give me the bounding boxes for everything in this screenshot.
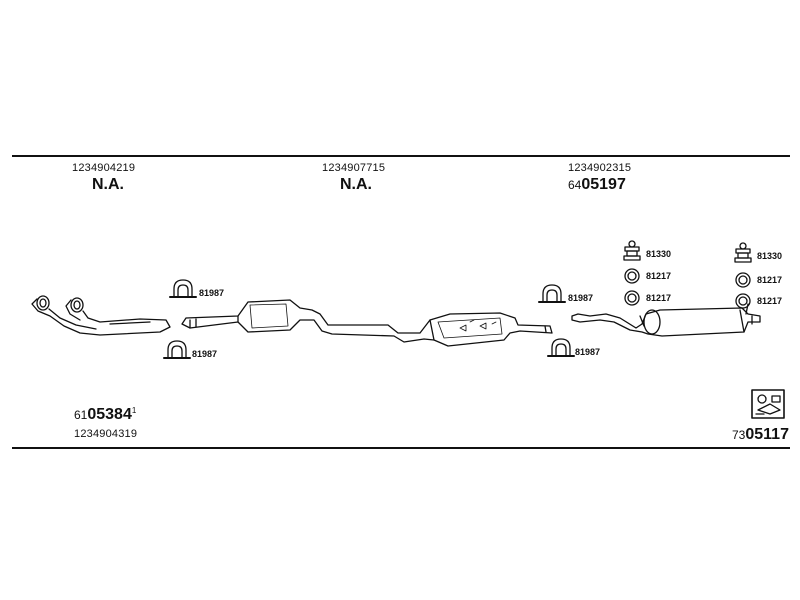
front-pipe-part-number: 1234904319: [74, 428, 138, 440]
section-3-part-number: 1234902315: [568, 162, 632, 174]
ring-b2-icon: [735, 293, 751, 309]
section-2-code: N.A.: [340, 176, 372, 193]
top-divider: [12, 155, 790, 157]
clamp-4-label: 81987: [575, 347, 601, 357]
front-pipe-code-main: 05384: [87, 406, 132, 423]
clamp-1-icon: [169, 279, 197, 298]
front-pipe-code-sup: 1: [131, 406, 137, 415]
ring-b2-label: 81217: [757, 296, 783, 306]
clamp-2-icon: [163, 340, 191, 359]
section-3-code-prefix: 64: [568, 178, 582, 192]
section-1-part-number: 1234904219: [72, 162, 136, 174]
kit-code-prefix: 73: [732, 428, 746, 442]
ring-a1-icon: [624, 268, 640, 284]
mount-a1-label: 81330: [646, 249, 672, 259]
clamp-1-label: 81987: [199, 288, 225, 298]
front-pipe-drawing: [31, 295, 171, 336]
clamp-4-icon: [547, 338, 575, 357]
section-3-code: 6405197: [568, 176, 626, 194]
ring-b1-label: 81217: [757, 275, 783, 285]
clamp-3-icon: [538, 284, 566, 303]
clamp-2-label: 81987: [192, 349, 218, 359]
rear-silencer-drawing: [571, 303, 761, 337]
front-pipe-code-prefix: 61: [74, 408, 88, 422]
section-1-code: N.A.: [92, 176, 124, 193]
mount-b1-label: 81330: [757, 251, 783, 261]
section-3-code-main: 05197: [581, 176, 626, 193]
ring-a2-label: 81217: [646, 293, 672, 303]
kit-box-icon: [751, 389, 785, 419]
mount-a1-icon: [623, 240, 641, 261]
ring-a1-label: 81217: [646, 271, 672, 281]
mount-b1-icon: [734, 242, 752, 263]
kit-code: 7305117: [732, 426, 789, 444]
ring-a2-icon: [624, 290, 640, 306]
front-pipe-code: 61053841: [74, 406, 136, 424]
kit-code-main: 05117: [745, 426, 789, 443]
bottom-divider: [12, 447, 790, 449]
section-2-part-number: 1234907715: [322, 162, 386, 174]
middle-pipe-drawing: [181, 299, 553, 347]
clamp-3-label: 81987: [568, 293, 594, 303]
ring-b1-icon: [735, 272, 751, 288]
